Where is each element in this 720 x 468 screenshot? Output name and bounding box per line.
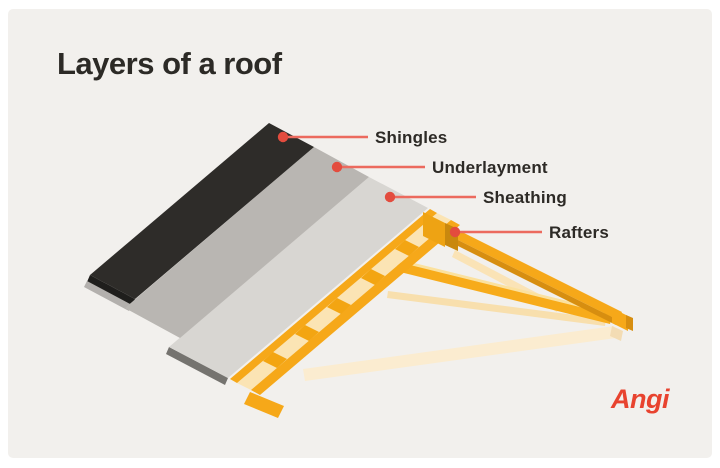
callout-sheathing: [384, 191, 476, 203]
label-underlayment: Underlayment: [432, 158, 548, 177]
callout-dot: [384, 191, 396, 203]
callout-shingles: [277, 131, 368, 143]
gable-rafter-beam: [448, 227, 622, 320]
callout-dot: [331, 161, 343, 173]
gable-rafter-underside: [446, 235, 618, 325]
angi-logo: Angi: [611, 384, 670, 414]
rafter-tail: [244, 392, 284, 418]
rafter-blocking: [395, 240, 419, 256]
callout-dot: [449, 226, 461, 238]
joist-end-face: [610, 326, 623, 341]
eave-tip-shadow: [626, 315, 633, 331]
rafter-rail: [230, 209, 437, 383]
sheathing-layer: [169, 177, 428, 378]
callout-rafters: [449, 226, 542, 238]
shingles-layer: [90, 123, 314, 299]
deck-edge-gray: [84, 281, 132, 311]
rafter-rail: [251, 220, 460, 395]
deck-edge-dark: [87, 275, 135, 306]
rafter-blocking: [295, 325, 319, 341]
rafter-blocking: [361, 269, 385, 285]
label-shingles: Shingles: [375, 128, 448, 147]
label-rafters: Rafters: [549, 223, 609, 242]
rafter-blocking: [263, 352, 287, 368]
sheathing-edge: [166, 347, 228, 385]
joist-beam: [303, 326, 616, 381]
plate-beam: [396, 262, 612, 324]
page-title: Layers of a roof: [57, 46, 282, 81]
label-sheathing: Sheathing: [483, 188, 567, 207]
callout-dot: [277, 131, 289, 143]
eave-tip: [612, 308, 628, 331]
ridge-face: [423, 212, 445, 247]
underlayment-layer: [125, 147, 369, 338]
joist-beam: [387, 291, 606, 326]
rafter-blocking: [327, 298, 351, 314]
callout-underlayment: [331, 161, 425, 173]
